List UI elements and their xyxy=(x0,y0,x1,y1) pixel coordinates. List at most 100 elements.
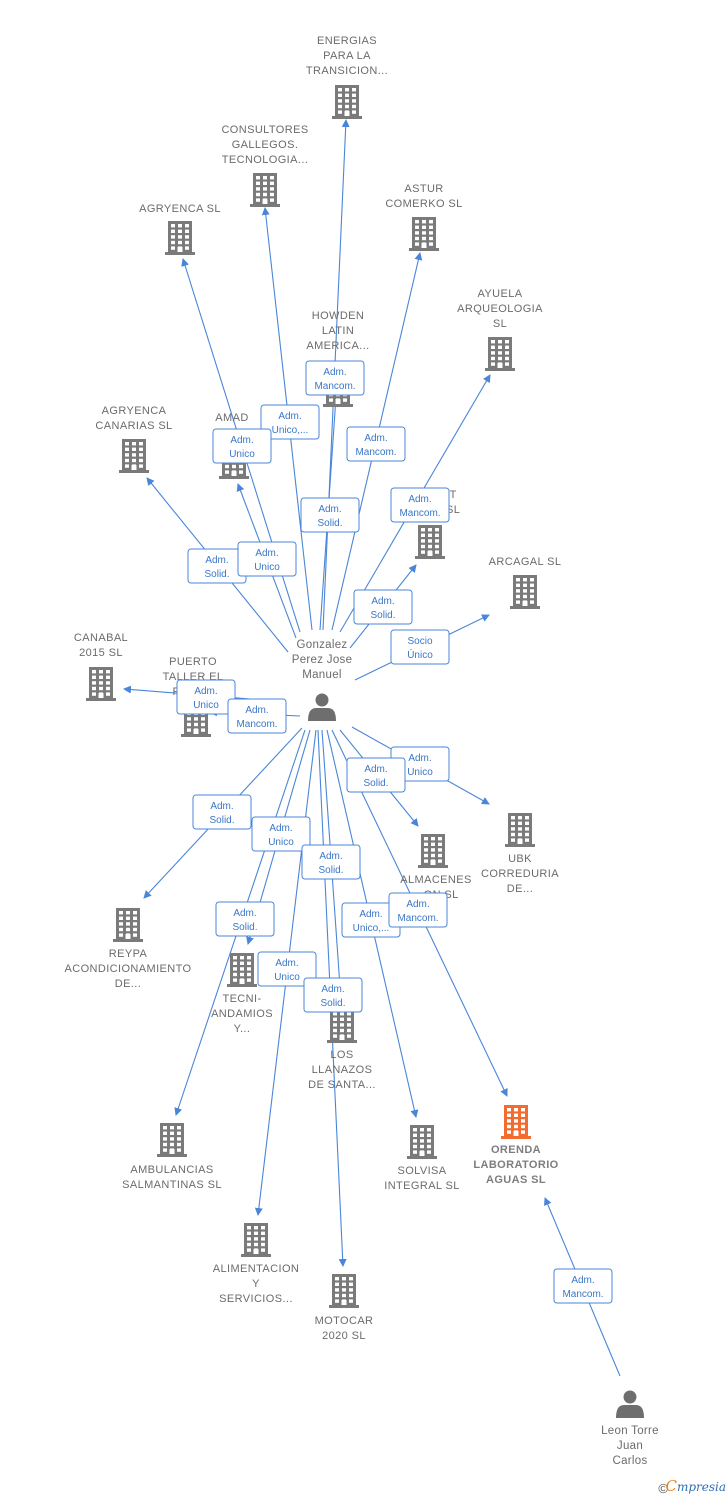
relation-label-text: Adm.Solid. xyxy=(209,801,234,826)
relation-label-gonzalez-alimentacion[interactable]: Adm.Unico xyxy=(257,951,317,987)
relation-label-text: Adm.Solid. xyxy=(204,555,229,580)
company-node-arcagal[interactable]: ARCAGAL SL xyxy=(489,556,562,609)
relation-label-gonzalez-tecni[interactable]: Adm.Solid. xyxy=(215,901,275,937)
relation-label-gonzalez-amad[interactable]: Adm.Unico xyxy=(237,541,297,577)
relation-label-line: Adm. xyxy=(371,596,394,607)
company-alimentacion-label-line: ALIMENTACION xyxy=(213,1263,300,1275)
relation-label-gonzalez-howden[interactable]: Adm.Solid. xyxy=(300,497,360,533)
company-agryenca-label-line: AGRYENCA SL xyxy=(139,203,221,215)
company-astur-label-line: ASTUR xyxy=(404,183,443,195)
relation-label-line: Solid. xyxy=(318,865,343,876)
company-node-almacenes[interactable]: ALMACENES...ON SL xyxy=(400,834,471,901)
relation-label-line: Mancom. xyxy=(397,913,438,924)
company-energias-label-line: PARA LA xyxy=(323,50,371,62)
company-energias-label-line: ENERGIAS xyxy=(317,35,377,47)
relation-label-box xyxy=(353,589,413,625)
company-solvisa-label-line: SOLVISA xyxy=(397,1165,446,1177)
company-amad-label-line: AMAD xyxy=(215,412,248,424)
relation-label-gonzalez-ambulancias[interactable]: Adm.Unico xyxy=(251,816,311,852)
relation-label-line: Adm. xyxy=(321,984,344,995)
company-alimentacion-label-line: Y xyxy=(252,1278,260,1290)
relation-label-text: Adm.Unico,... xyxy=(272,411,309,436)
relation-label-gonzalez-consultores[interactable]: Adm.Unico,... xyxy=(260,404,320,440)
relation-label-line: Adm. xyxy=(364,433,387,444)
company-node-agryenca[interactable]: AGRYENCA SL xyxy=(139,203,221,255)
person-gonzalez-label-line: Perez Jose xyxy=(292,654,353,666)
relation-label-line: Adm. xyxy=(359,909,382,920)
company-llanazos-label-line: LOS xyxy=(330,1049,353,1061)
relation-label-gonzalez-almacenes[interactable]: Adm.Solid. xyxy=(346,757,406,793)
relation-label-gonzalez-astur[interactable]: Adm.Mancom. xyxy=(346,426,406,462)
company-tecni-label-line: TECNI- xyxy=(222,993,261,1005)
relation-label-text: Adm.Mancom. xyxy=(314,367,355,392)
relation-label-box xyxy=(192,794,252,830)
building-icon xyxy=(157,1123,187,1157)
company-orenda-label-line: LABORATORIO xyxy=(473,1159,558,1171)
company-puerto-label-line: PUERTO xyxy=(169,656,217,668)
relation-label-gonzalez-hidden_right[interactable]: Adm. Solid. xyxy=(353,589,413,625)
company-ubk-label-line: UBK xyxy=(508,853,532,865)
relation-label-line: Adm. xyxy=(233,908,256,919)
relation-label-gonzalez-solvisa[interactable]: Adm. Unico,... xyxy=(341,902,401,938)
company-consultores-label-line: CONSULTORES xyxy=(221,124,308,136)
relation-label-gonzalez-llanazos[interactable]: Adm.Solid. xyxy=(301,844,361,880)
company-howden-label-line: AMERICA... xyxy=(306,340,369,352)
relation-label-text: Adm.Solid. xyxy=(232,908,257,933)
relation-label-line: Adm. xyxy=(275,958,298,969)
relation-label-leon-orenda[interactable]: Adm.Mancom. xyxy=(553,1268,613,1304)
empresia-logo[interactable]: Cmpresia xyxy=(665,1477,726,1495)
company-ayuela-label-line: ARQUEOLOGIA xyxy=(457,303,543,315)
relation-label-line: Mancom. xyxy=(314,381,355,392)
relation-label-gonzalez-motocar[interactable]: Adm. Solid. xyxy=(303,977,363,1013)
relation-label-gonzalez-energias[interactable]: Adm.Mancom. xyxy=(305,360,365,396)
relation-label-gonzalez-puerto[interactable]: Adm.Mancom. xyxy=(227,698,287,734)
building-icon xyxy=(327,1009,357,1043)
relation-label-box xyxy=(237,541,297,577)
company-orenda-label-line: ORENDA xyxy=(491,1144,541,1156)
building-icon xyxy=(165,221,195,255)
relation-label-line: Socio xyxy=(407,636,432,647)
relation-label-gonzalez-ayuela[interactable]: Adm.Mancom. xyxy=(390,487,450,523)
relation-label-gonzalez-orenda[interactable]: Adm.Mancom. xyxy=(388,892,448,928)
relation-label-gonzalez-reypa[interactable]: Adm.Solid. xyxy=(192,794,252,830)
relation-label-line: Solid. xyxy=(320,998,345,1009)
relation-label-gonzalez-agryenca_canarias[interactable]: Adm.Solid. xyxy=(187,548,247,584)
relation-label-text: Adm.Unico xyxy=(254,548,280,573)
relation-label-box xyxy=(553,1268,613,1304)
relation-label-box xyxy=(300,497,360,533)
relation-label-gonzalez-agryenca[interactable]: Adm.Unico xyxy=(212,428,272,464)
relation-label-line: Unico,... xyxy=(353,923,390,934)
relation-label-line: Mancom. xyxy=(562,1289,603,1300)
relation-label-line: Unico,... xyxy=(272,425,309,436)
relation-label-line: Adm. xyxy=(205,555,228,566)
relation-label-line: Adm. xyxy=(210,801,233,812)
building-icon xyxy=(329,1274,359,1308)
company-agryenca_canarias-label-line: CANARIAS SL xyxy=(95,420,172,432)
relation-label-gonzalez-canabal[interactable]: Adm.Unico xyxy=(176,679,236,715)
relation-label-text: Adm.Mancom. xyxy=(355,433,396,458)
relation-label-line: Unico xyxy=(407,767,433,778)
relation-label-line: Solid. xyxy=(370,610,395,621)
